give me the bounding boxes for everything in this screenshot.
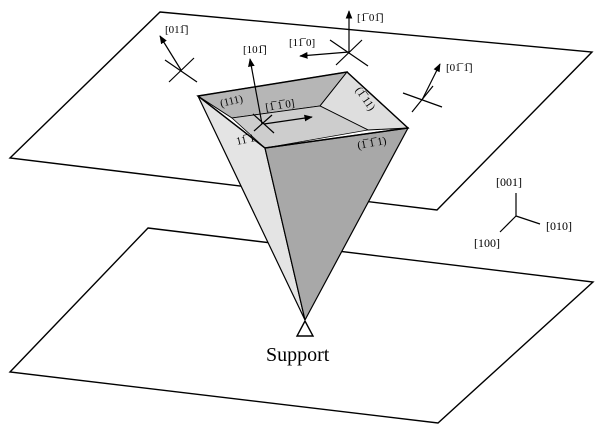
front-right-face (264, 127, 410, 322)
bottom-plane (8, 227, 595, 424)
axis-label-x: [100] (474, 236, 500, 250)
label-face-front-left: 11̅ 1 (235, 132, 256, 148)
top-plane (8, 11, 594, 211)
support-triangle-icon (295, 319, 315, 337)
label-dir-top-left: [011̅] (165, 24, 188, 36)
arrow-top-left (159, 35, 182, 71)
label-face-front-right: (1̅ 1̅ 1) (356, 135, 387, 152)
inner-floor (231, 105, 370, 149)
label-dir-top-center: [1̅ 01̅] (357, 12, 384, 24)
arrow-center-upper (248, 58, 263, 125)
cross-mark-left (164, 57, 198, 83)
label-dir-center-upper: [101̅] (243, 44, 267, 56)
pyramid-rim (196, 71, 410, 149)
support-label: Support (266, 344, 330, 366)
arrow-lateral (299, 51, 350, 59)
axis-label-y: [010] (546, 219, 572, 233)
arrow-inside (263, 114, 313, 125)
cross-mark-inside (252, 113, 275, 134)
label-dir-right: [01̅ 1̅] (446, 62, 473, 74)
label-dir-lateral: [11̅ 0] (289, 37, 315, 49)
axis-label-z: [001] (496, 175, 522, 189)
label-dir-inside: [1̅ 1̅ 0] (265, 98, 296, 114)
label-face-back-left: (111) (219, 93, 244, 110)
arrow-right (421, 63, 441, 101)
coordinate-axes (499, 193, 541, 233)
